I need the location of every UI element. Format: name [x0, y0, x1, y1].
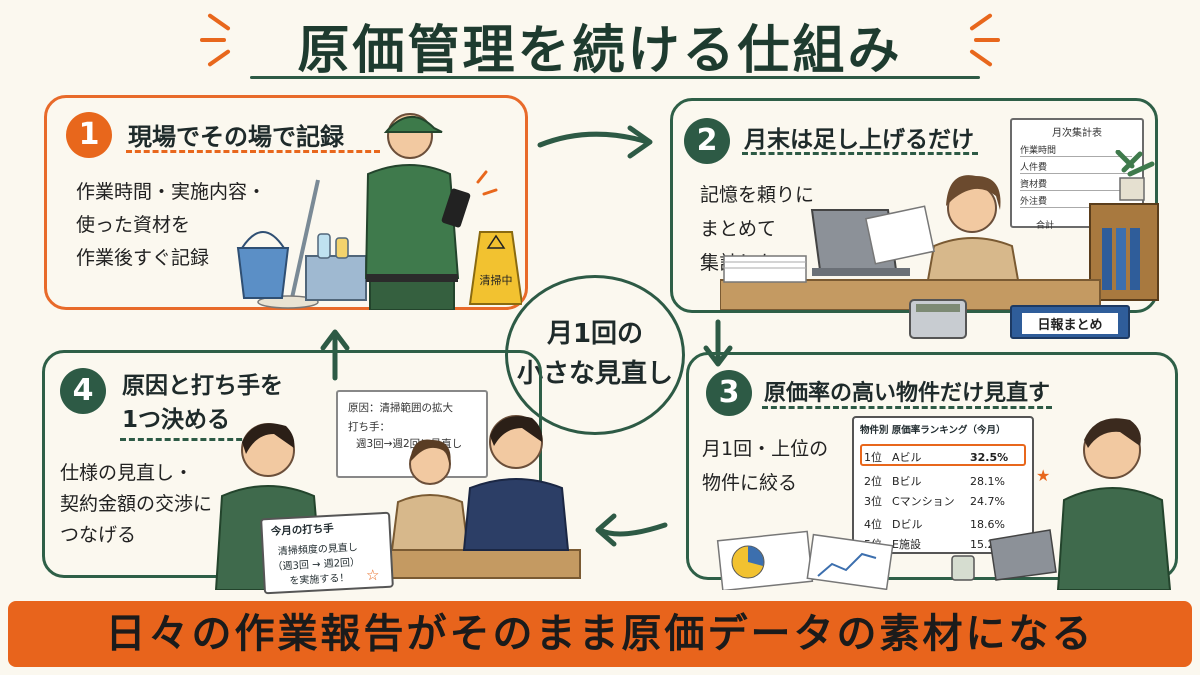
- bottom-banner: 日々の作業報告がそのまま原価データの素材になる: [8, 601, 1192, 667]
- step-3-title-underline: [762, 406, 1052, 409]
- arrow-1-to-2: [537, 131, 651, 148]
- step-3-card: [686, 352, 1178, 580]
- star-icon: ★: [1036, 466, 1051, 485]
- arrow-3-to-4: [597, 522, 668, 537]
- step-4-number: 4: [60, 368, 106, 414]
- step-3-number: 3: [706, 370, 752, 416]
- wet-floor-sign-text: 清掃中: [480, 273, 513, 287]
- step-1-number: 1: [66, 112, 112, 158]
- step-3-text: 月1回・上位の 物件に絞る: [702, 438, 829, 494]
- step-4-title: 原因と打ち手を 1つ決める: [122, 373, 283, 433]
- cleaning-worker-illustration: 清掃中: [236, 113, 522, 310]
- spark-mark: [200, 38, 226, 42]
- analyst-illustration: [716, 418, 1172, 590]
- step-4-title-underline: [120, 438, 260, 441]
- ranking-highlight: [860, 444, 1026, 466]
- step-1-title: 現場でその場で記録: [128, 123, 344, 151]
- step-4-text: 仕様の見直し・ 契約金額の交渉に つなげる: [60, 462, 213, 546]
- step-1-title-underline: [126, 150, 380, 153]
- daily-report-binder: 日報まとめ: [1010, 305, 1130, 339]
- title-underline: [250, 76, 980, 79]
- step-2-title: 月末は足し上げるだけ: [744, 127, 974, 153]
- step-2-title-underline: [742, 152, 978, 155]
- calculator-icon: [909, 299, 967, 339]
- step-3-title: 原価率の高い物件だけ見直す: [764, 381, 1051, 406]
- step-2-number: 2: [684, 118, 730, 164]
- step-1-text: 作業時間・実施内容・ 使った資材を 作業後すぐ記録: [76, 181, 267, 269]
- star-icon: ☆: [366, 566, 380, 584]
- office-worker-illustration: [720, 150, 1159, 310]
- spark-mark: [974, 38, 1000, 42]
- page-title: 原価管理を続ける仕組み: [297, 21, 903, 81]
